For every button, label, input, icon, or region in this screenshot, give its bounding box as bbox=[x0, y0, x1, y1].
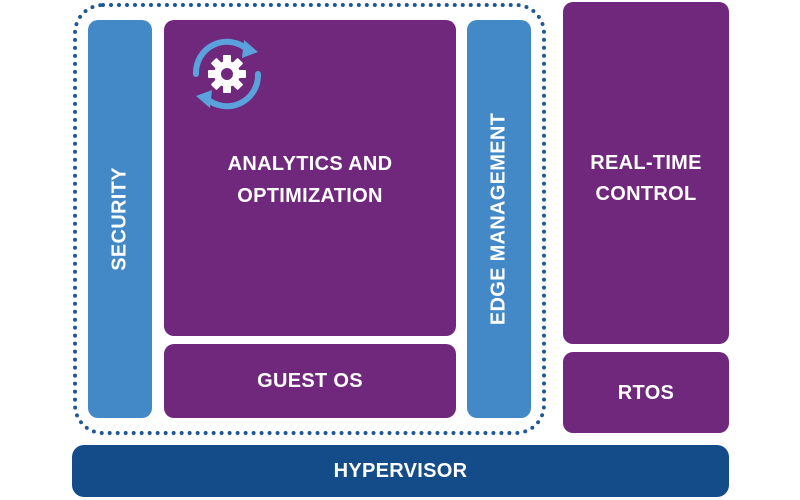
edge-management-block: EDGE MANAGEMENT bbox=[467, 20, 531, 418]
analytics-label-line2: OPTIMIZATION bbox=[237, 185, 383, 207]
hypervisor-label: HYPERVISOR bbox=[333, 460, 468, 482]
hypervisor-bar: HYPERVISOR bbox=[72, 445, 729, 497]
rtos-block: RTOS bbox=[563, 352, 729, 433]
analytics-block: ANALYTICS AND OPTIMIZATION bbox=[164, 20, 456, 336]
gear-refresh-icon bbox=[192, 38, 262, 110]
guest-os-block: GUEST OS bbox=[164, 344, 456, 418]
analytics-label-line1: ANALYTICS AND bbox=[227, 153, 393, 175]
edge-boundary bbox=[73, 3, 546, 435]
real-time-control-block: REAL-TIME CONTROL bbox=[563, 2, 729, 344]
security-block: SECURITY bbox=[88, 20, 152, 418]
real-time-label-line1: REAL-TIME bbox=[590, 152, 702, 174]
guest-os-label: GUEST OS bbox=[257, 370, 363, 392]
real-time-label-line2: CONTROL bbox=[595, 183, 697, 205]
rtos-label: RTOS bbox=[617, 382, 675, 404]
edge-management-label: EDGE MANAGEMENT bbox=[487, 112, 510, 326]
security-label: SECURITY bbox=[108, 167, 131, 271]
